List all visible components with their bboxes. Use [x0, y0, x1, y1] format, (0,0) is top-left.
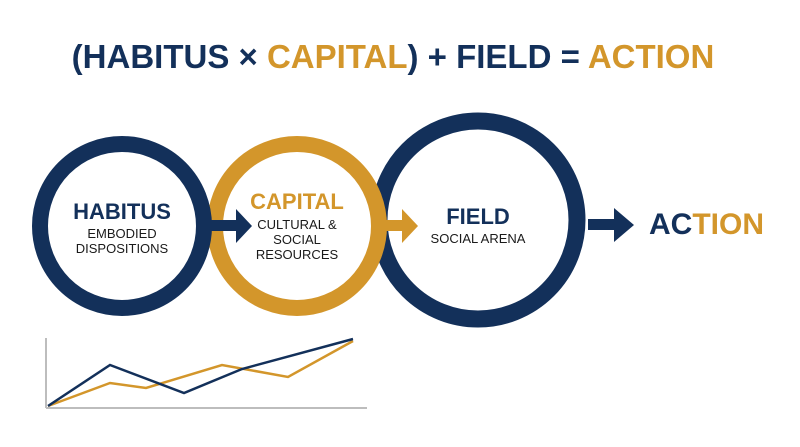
title-habitus: HABITUS: [83, 38, 230, 75]
arrow-right-icon: [384, 209, 418, 243]
capital-line2: SOCIAL: [273, 232, 321, 247]
title-action: ACTION: [588, 38, 715, 75]
line-chart-icon: [45, 337, 367, 409]
field-label: FIELD: [446, 204, 510, 229]
capital-label: CAPITAL: [250, 189, 344, 214]
action-part2: TION: [692, 208, 764, 241]
action-part1: AC: [649, 208, 692, 241]
capital-line1: CULTURAL &: [257, 217, 337, 232]
title-plus-field: ) + FIELD =: [408, 38, 588, 75]
habitus-circle: [32, 136, 212, 316]
habitus-line1: EMBODIED: [87, 226, 156, 241]
chart-gold-line: [47, 339, 354, 408]
habitus-label: HABITUS: [73, 199, 171, 224]
formula-title: (HABITUS × CAPITAL) + FIELD = ACTION: [72, 38, 715, 75]
title-open-paren: (: [72, 38, 83, 75]
field-line1: SOCIAL ARENA: [431, 231, 526, 246]
title-capital: CAPITAL: [267, 38, 408, 75]
arrow-right-icon: [209, 209, 252, 243]
capital-line3: RESOURCES: [256, 247, 339, 262]
action-label: ACTION: [649, 208, 764, 241]
arrow-right-icon: [588, 208, 634, 242]
habitus-line2: DISPOSITIONS: [76, 241, 169, 256]
chart-navy-line: [47, 337, 354, 408]
title-times: ×: [229, 38, 267, 75]
